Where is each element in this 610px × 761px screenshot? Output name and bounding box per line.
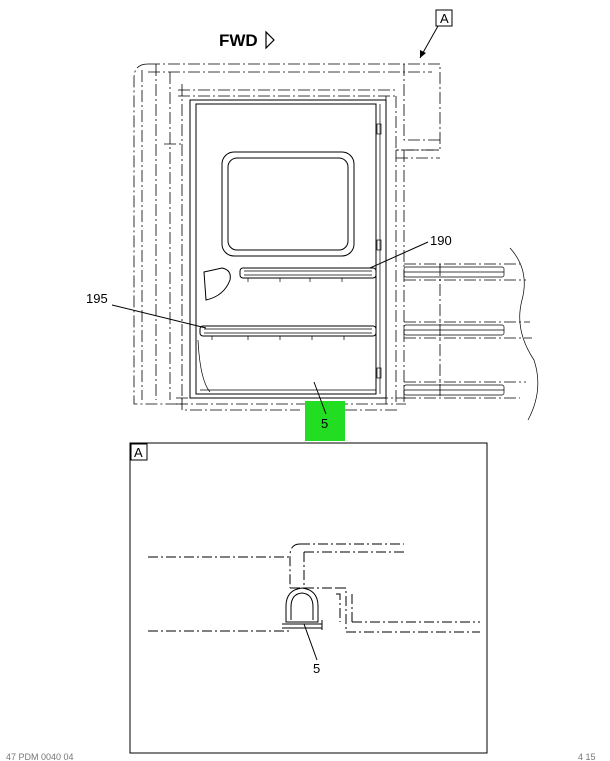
forward-indicator: FWD (219, 30, 275, 50)
door-window (221, 151, 355, 257)
footer-page-ref: 4 15 (578, 752, 596, 761)
fwd-label: FWD (219, 31, 258, 50)
view-a-marker: A (419, 9, 453, 59)
svg-text:195: 195 (86, 291, 108, 306)
cab-frame (133, 63, 441, 411)
door-latch (203, 267, 231, 301)
svg-text:5: 5 (313, 661, 320, 676)
svg-text:A: A (440, 11, 449, 26)
forward-arrow-icon (265, 30, 275, 50)
door-panel (189, 99, 387, 399)
highlight-box (305, 401, 345, 441)
svg-text:190: 190 (430, 233, 452, 248)
detail-view-a: A 5 (129, 442, 488, 754)
detail-view-title: A (134, 445, 143, 460)
adjacent-structure (403, 247, 539, 421)
callout-195: 195 (86, 291, 207, 329)
grab-handle-195 (199, 325, 377, 340)
callout-190: 190 (369, 233, 452, 269)
callout-5-highlight: 5 (305, 381, 345, 441)
seal-profile-5 (285, 587, 319, 623)
grab-handle-190 (239, 267, 377, 282)
svg-text:5: 5 (321, 416, 328, 431)
footer-figure-id: 47 PDM 0040 04 (6, 752, 74, 761)
